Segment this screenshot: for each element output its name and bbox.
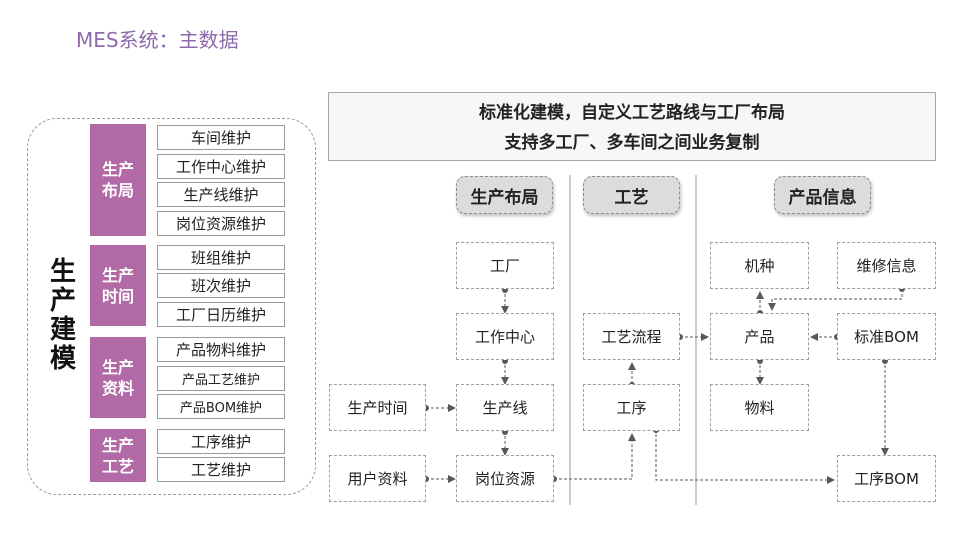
- page-title: MES系统：主数据: [76, 28, 239, 52]
- category-label: 生产时间: [101, 265, 134, 306]
- connector-maintenance-to-product: [768, 289, 903, 311]
- node-work-center[interactable]: 工作中心: [456, 313, 554, 360]
- category-production-layout: 生产布局: [90, 124, 146, 236]
- node-material[interactable]: 物料: [710, 384, 809, 431]
- node-production-time[interactable]: 生产时间: [329, 384, 426, 431]
- banner-line-1: 标准化建模，自定义工艺路线与工厂布局: [479, 103, 785, 123]
- category-label: 生产布局: [101, 160, 134, 200]
- category-label: 生产工艺: [101, 435, 134, 476]
- item-process-maintenance[interactable]: 工艺维护: [157, 457, 285, 482]
- node-operation[interactable]: 工序: [583, 384, 680, 431]
- item-workshop-maintenance[interactable]: 车间维护: [157, 125, 285, 150]
- summary-banner: 标准化建模，自定义工艺路线与工厂布局 支持多工厂、多车间之间业务复制: [328, 92, 936, 161]
- node-factory[interactable]: 工厂: [456, 242, 554, 289]
- column-header-layout: 生产布局: [456, 176, 553, 214]
- node-operation-bom[interactable]: 工序BOM: [837, 455, 936, 502]
- column-header-process: 工艺: [583, 176, 680, 214]
- node-standard-bom[interactable]: 标准BOM: [837, 313, 936, 360]
- node-process-flow[interactable]: 工艺流程: [583, 313, 680, 360]
- item-product-material-maintenance[interactable]: 产品物料维护: [157, 337, 285, 362]
- production-modeling-title: 生产建模: [49, 257, 76, 374]
- category-label: 生产资料: [101, 357, 134, 398]
- node-production-line[interactable]: 生产线: [456, 384, 554, 431]
- category-production-process: 生产工艺: [90, 429, 146, 482]
- item-work-center-maintenance[interactable]: 工作中心维护: [157, 154, 285, 179]
- connector-operation-to-opbom: [655, 429, 835, 484]
- banner-line-2: 支持多工厂、多车间之间业务复制: [504, 133, 760, 153]
- item-shift-maintenance[interactable]: 班次维护: [157, 273, 285, 298]
- column-separators: [569, 175, 697, 505]
- node-maintenance-info[interactable]: 维修信息: [837, 242, 936, 289]
- item-post-resource-maintenance[interactable]: 岗位资源维护: [157, 211, 285, 236]
- item-operation-maintenance[interactable]: 工序维护: [157, 429, 285, 454]
- column-header-product: 产品信息: [774, 176, 871, 214]
- node-model[interactable]: 机种: [710, 242, 809, 289]
- category-production-time: 生产时间: [90, 245, 146, 326]
- connector-post-to-operation: [554, 433, 636, 480]
- item-product-bom-maintenance[interactable]: 产品BOM维护: [157, 394, 285, 419]
- item-product-process-maintenance[interactable]: 产品工艺维护: [157, 366, 285, 391]
- item-production-line-maintenance[interactable]: 生产线维护: [157, 182, 285, 207]
- node-post-resource[interactable]: 岗位资源: [456, 455, 554, 502]
- node-user-data[interactable]: 用户资料: [329, 455, 426, 502]
- production-modeling-panel: [27, 118, 316, 495]
- category-production-materials: 生产资料: [90, 337, 146, 418]
- node-product[interactable]: 产品: [710, 313, 809, 360]
- item-factory-calendar-maintenance[interactable]: 工厂日历维护: [157, 302, 285, 327]
- item-team-maintenance[interactable]: 班组维护: [157, 245, 285, 270]
